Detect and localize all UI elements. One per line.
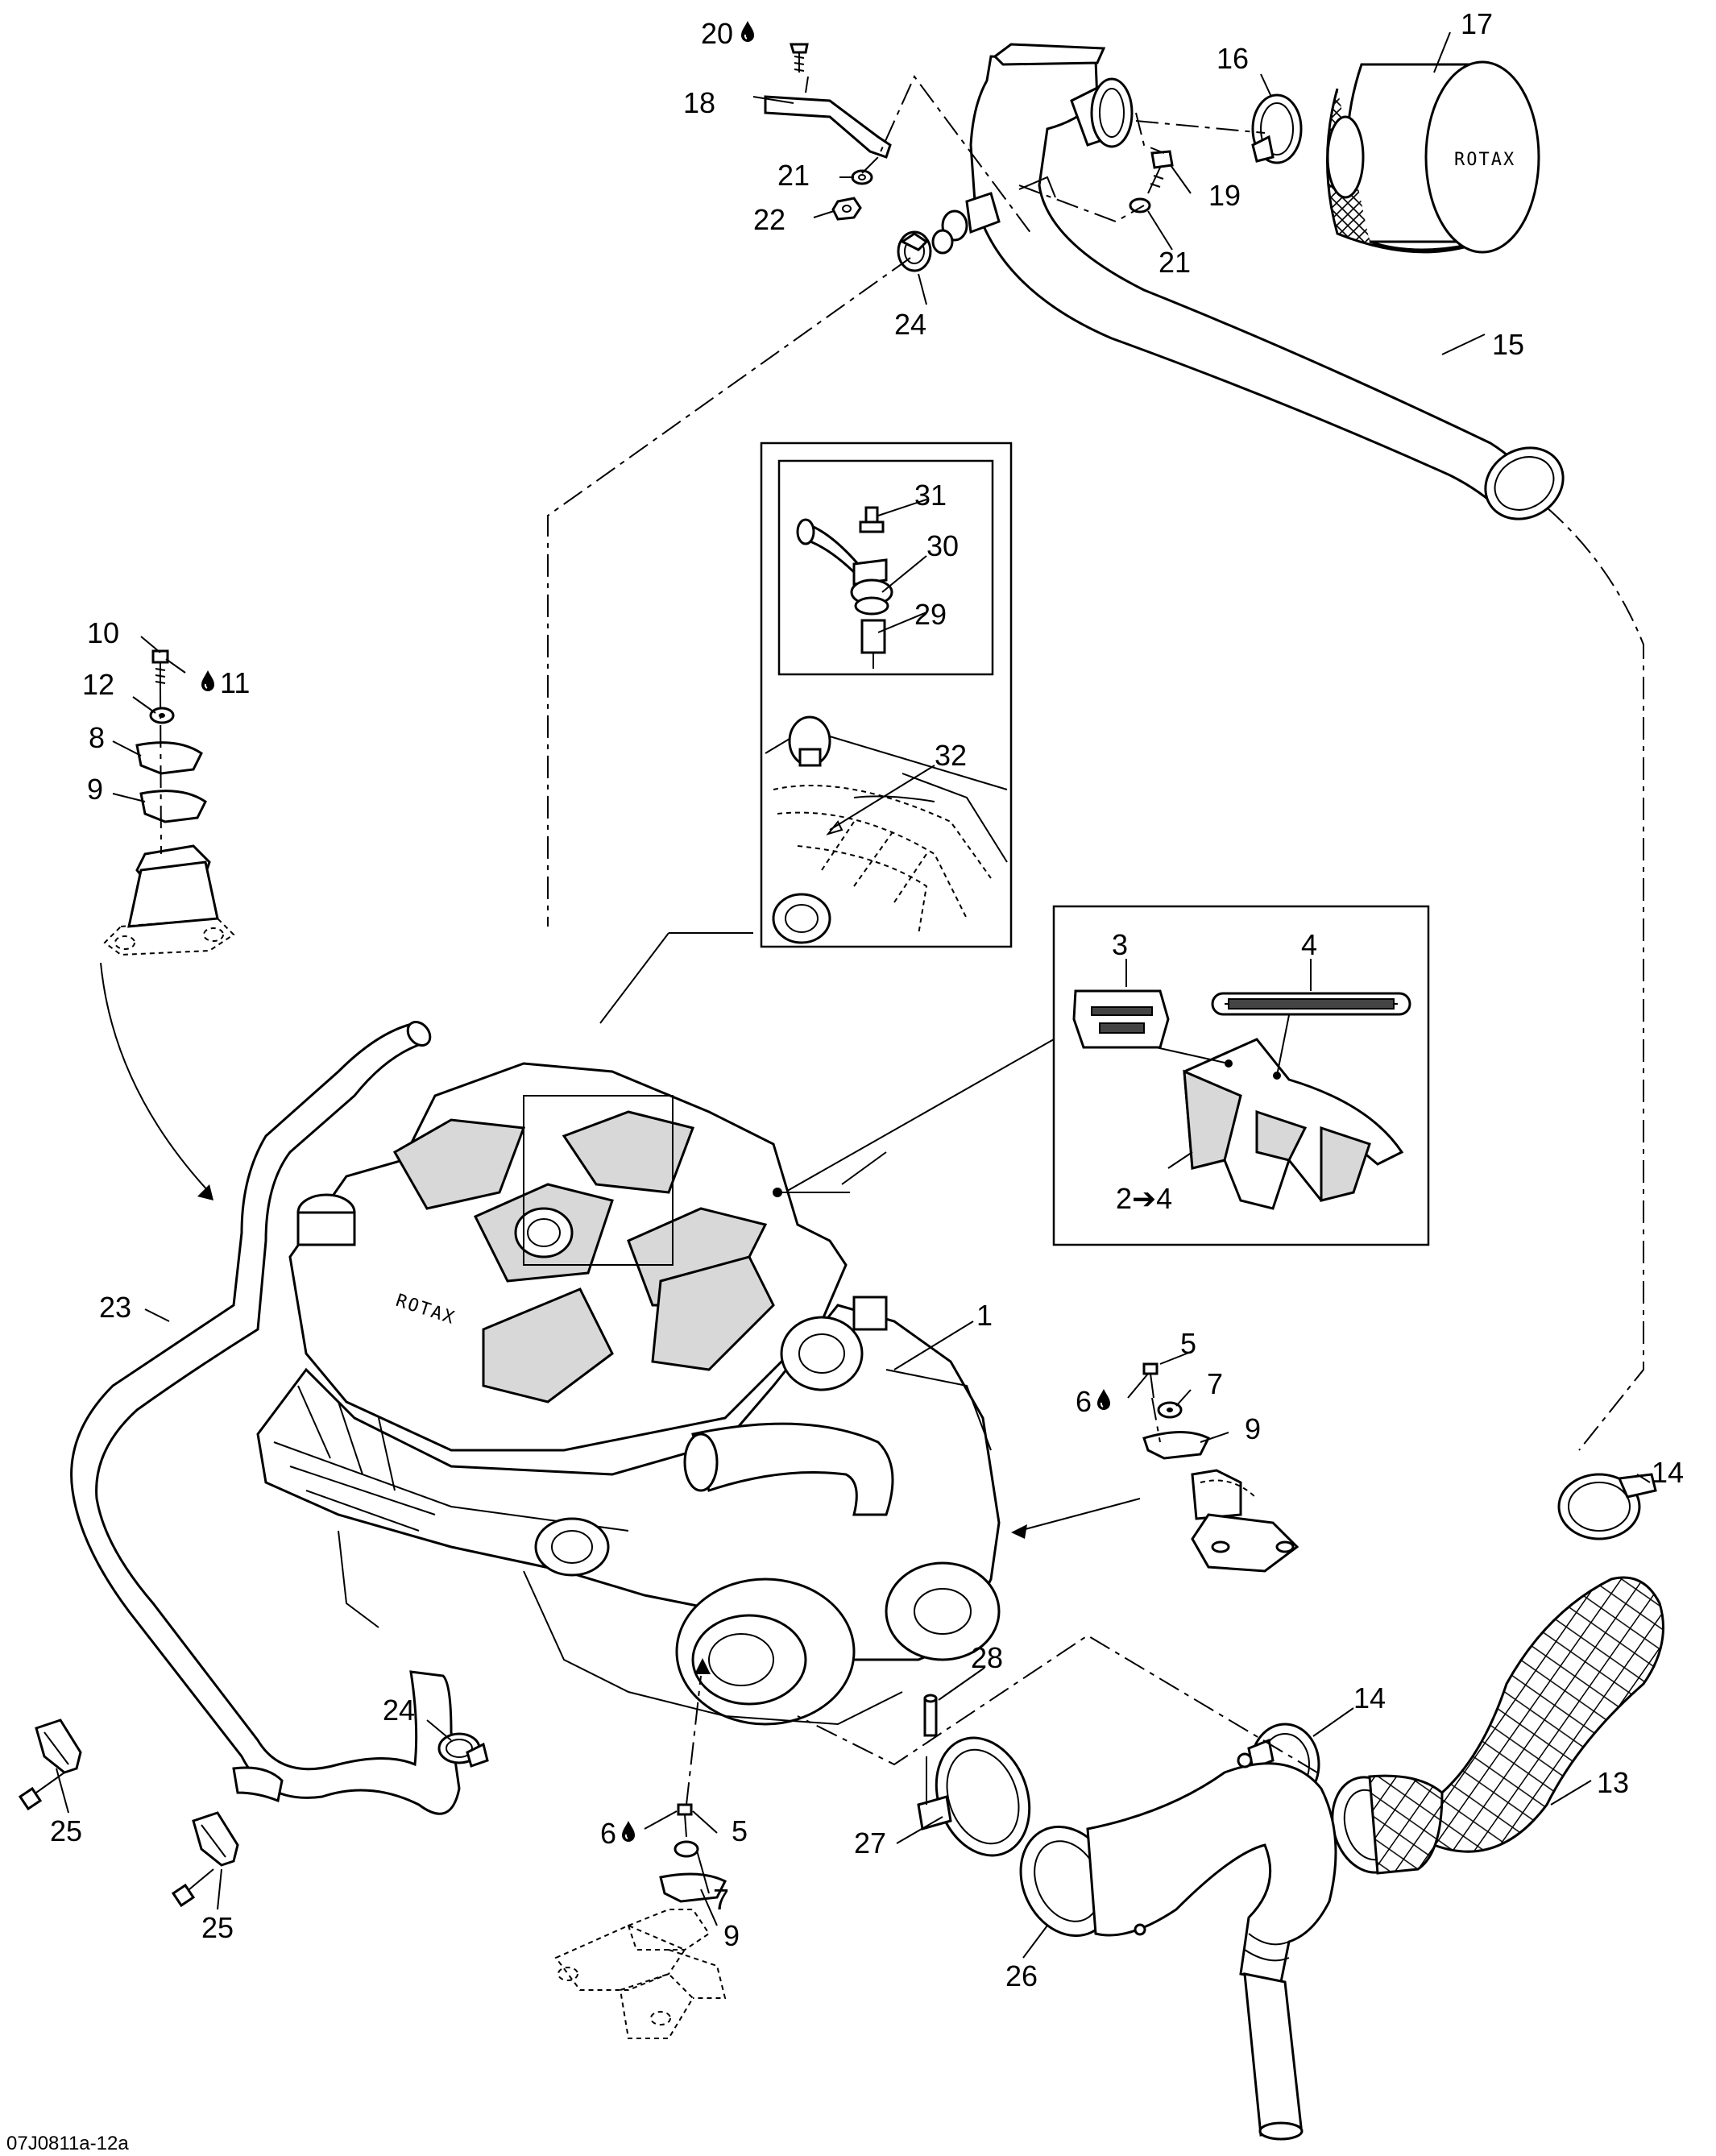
detail-inset-vent <box>599 442 1013 1024</box>
part-17-air-filter: ROTAX <box>1326 60 1540 254</box>
figure-code: 07J0811a-12a <box>6 2133 129 2154</box>
callout-14-lower: 14 <box>1353 1681 1386 1714</box>
part-7-washer-right <box>1157 1401 1183 1419</box>
part-30-vent-valve <box>796 518 893 616</box>
callout-7-right: 7 <box>1207 1367 1223 1400</box>
part-24-clamp-lower <box>437 1732 489 1768</box>
part-3-decal <box>1072 989 1170 1049</box>
part-5-bolt-right <box>1142 1362 1159 1399</box>
callout-22: 22 <box>753 203 785 236</box>
part-24-clamp-upper <box>897 229 954 272</box>
callout-32: 32 <box>935 739 967 772</box>
part-rubber-mount-right <box>1191 1469 1299 1573</box>
part-8-plate <box>135 741 203 775</box>
callout-2-to-4: 2➔4 <box>1116 1182 1172 1215</box>
detail-inset-decals <box>777 905 1430 1246</box>
part-20-screw <box>789 43 809 73</box>
part-5-bolt-bottom <box>677 1803 693 1838</box>
part-27-clamp <box>917 1736 1031 1857</box>
callout-20: 20 <box>701 17 733 50</box>
part-14-clamp-upper <box>1557 1473 1657 1540</box>
engine-mount-bottom <box>554 1658 727 2039</box>
callout-25-right: 25 <box>201 1911 234 1944</box>
callout-11: 11 <box>220 666 250 699</box>
callout-4: 4 <box>1301 928 1317 961</box>
air-intake-group: ROTAX <box>547 43 1644 1451</box>
air-filter-brand-text: ROTAX <box>1454 150 1515 170</box>
drop-icon <box>620 1819 636 1843</box>
part-rubber-mount-left <box>103 844 235 956</box>
callout-5-right: 5 <box>1180 1327 1196 1360</box>
part-22-nut <box>831 197 862 221</box>
part-21-washer-right <box>1129 197 1151 214</box>
callout-9-left: 9 <box>87 773 103 806</box>
part-9-shim-left <box>139 790 207 823</box>
part-15-duct-outlet <box>1484 446 1565 520</box>
callout-30: 30 <box>926 529 959 562</box>
callout-18: 18 <box>683 86 715 119</box>
part-rubber-mount-bottom <box>554 1909 727 2039</box>
callout-24-lower: 24 <box>383 1694 415 1727</box>
callout-7-bottom: 7 <box>713 1883 729 1916</box>
part-7-washer-bottom <box>674 1840 699 1858</box>
callout-31: 31 <box>914 479 947 512</box>
part-18-bracket <box>764 95 892 159</box>
part-12-washer <box>149 707 175 724</box>
callout-9-right: 9 <box>1245 1412 1261 1445</box>
callout-17: 17 <box>1461 7 1493 40</box>
callout-27: 27 <box>854 1826 886 1860</box>
callout-9-bottom: 9 <box>723 1919 740 1952</box>
part-19-bolt <box>1147 150 1174 194</box>
part-2-engine-cover-detail <box>1183 1038 1404 1210</box>
part-9-shim-right <box>1142 1431 1211 1460</box>
part-16-hose-clamp <box>1251 93 1303 164</box>
part-29-tube <box>860 619 886 669</box>
engine-mount-right <box>1011 1362 1299 1573</box>
callout-1: 1 <box>976 1299 993 1332</box>
callout-16: 16 <box>1217 42 1249 75</box>
callout-10: 10 <box>87 616 119 649</box>
callout-14-upper: 14 <box>1652 1456 1684 1489</box>
callout-28: 28 <box>971 1641 1003 1674</box>
engine-mount-left <box>100 649 235 1200</box>
part-25-clip-right <box>171 1811 239 1908</box>
drop-icon <box>1096 1387 1112 1412</box>
callout-19: 19 <box>1208 179 1241 212</box>
part-25-clip-left <box>18 1719 82 1811</box>
part-31-fitting <box>859 506 885 533</box>
callout-24-upper: 24 <box>894 308 926 341</box>
leader-lines <box>56 31 1651 1959</box>
callout-21-right: 21 <box>1159 246 1191 279</box>
callout-13: 13 <box>1597 1766 1629 1799</box>
callout-12: 12 <box>82 668 114 701</box>
drop-icon <box>740 19 756 44</box>
callout-3: 3 <box>1112 928 1128 961</box>
callout-8: 8 <box>89 721 105 754</box>
part-4-decal <box>1211 992 1411 1016</box>
callout-labels: 1 2➔4 3 4 5 5 6 6 7 7 8 9 9 9 10 11 12 1… <box>50 7 1684 1992</box>
callout-15: 15 <box>1492 328 1524 361</box>
callout-6-right: 6 <box>1076 1385 1092 1418</box>
callout-25-left: 25 <box>50 1814 82 1847</box>
part-23-hose <box>70 1021 461 1815</box>
callout-29: 29 <box>914 598 947 631</box>
callout-6-bottom: 6 <box>600 1817 616 1850</box>
drop-icon <box>200 669 216 693</box>
part-1-engine: ROTAX <box>256 1062 1001 1726</box>
part-10-bolt <box>151 649 169 685</box>
callout-5-bottom: 5 <box>732 1814 748 1847</box>
part-28-pin <box>923 1694 938 1737</box>
callout-23: 23 <box>99 1291 131 1324</box>
part-26-intake-elbow <box>1019 1752 1337 2141</box>
callout-21-left: 21 <box>777 159 810 192</box>
callout-26: 26 <box>1005 1959 1038 1992</box>
part-13-intake-hose <box>1331 1576 1664 1875</box>
